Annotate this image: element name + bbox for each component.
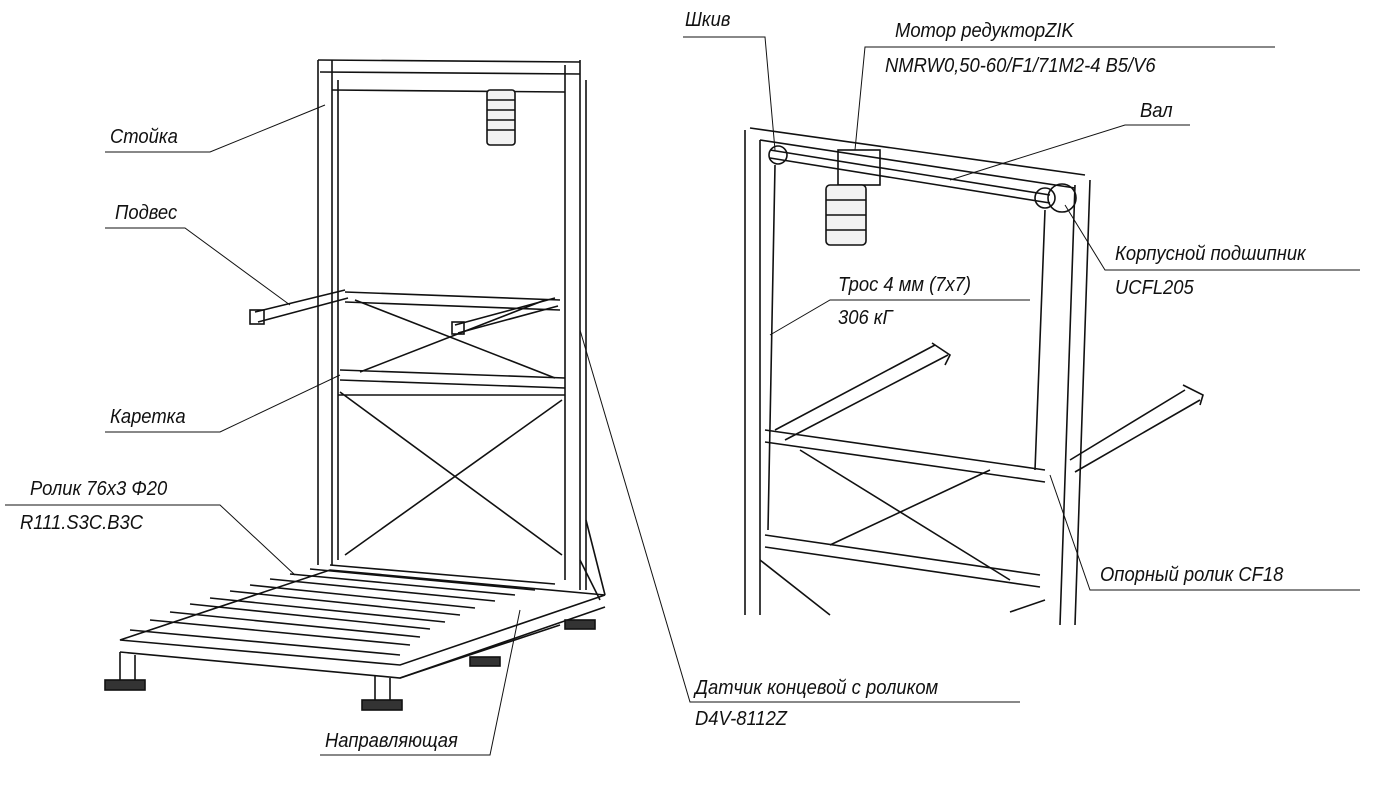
label-podves: Подвес [115, 202, 178, 224]
label-opora: Опорный ролик CF18 [1100, 564, 1284, 586]
label-motor: Мотор редукторZIK [895, 20, 1074, 42]
label-datchik-code: D4V-8112Z [695, 708, 788, 730]
label-stoyka: Стойка [110, 126, 178, 148]
label-motor-code: NMRW0,50-60/F1/71M2-4 B5/V6 [885, 55, 1156, 77]
label-tros: Трос 4 мм (7х7) [838, 274, 972, 296]
label-tros-load: 306 кГ [838, 307, 893, 329]
left-lift-frame [104, 59, 606, 711]
leader-lines [5, 36, 1360, 756]
label-val: Вал [1140, 100, 1173, 122]
label-rolik-code: R111.S3C.B3C [20, 512, 144, 534]
label-datchik: Датчик концевой с роликом [695, 677, 939, 699]
label-podshipnik-code: UCFL205 [1115, 277, 1194, 299]
label-karetka: Каретка [110, 406, 186, 428]
label-napravlyayushchaya: Направляющая [325, 730, 458, 752]
label-rolik: Ролик 76х3 Φ20 [30, 478, 168, 500]
label-shkiv: Шкив [685, 9, 731, 31]
right-lift-detail [744, 127, 1204, 626]
label-podshipnik: Корпусной подшипник [1115, 243, 1306, 265]
